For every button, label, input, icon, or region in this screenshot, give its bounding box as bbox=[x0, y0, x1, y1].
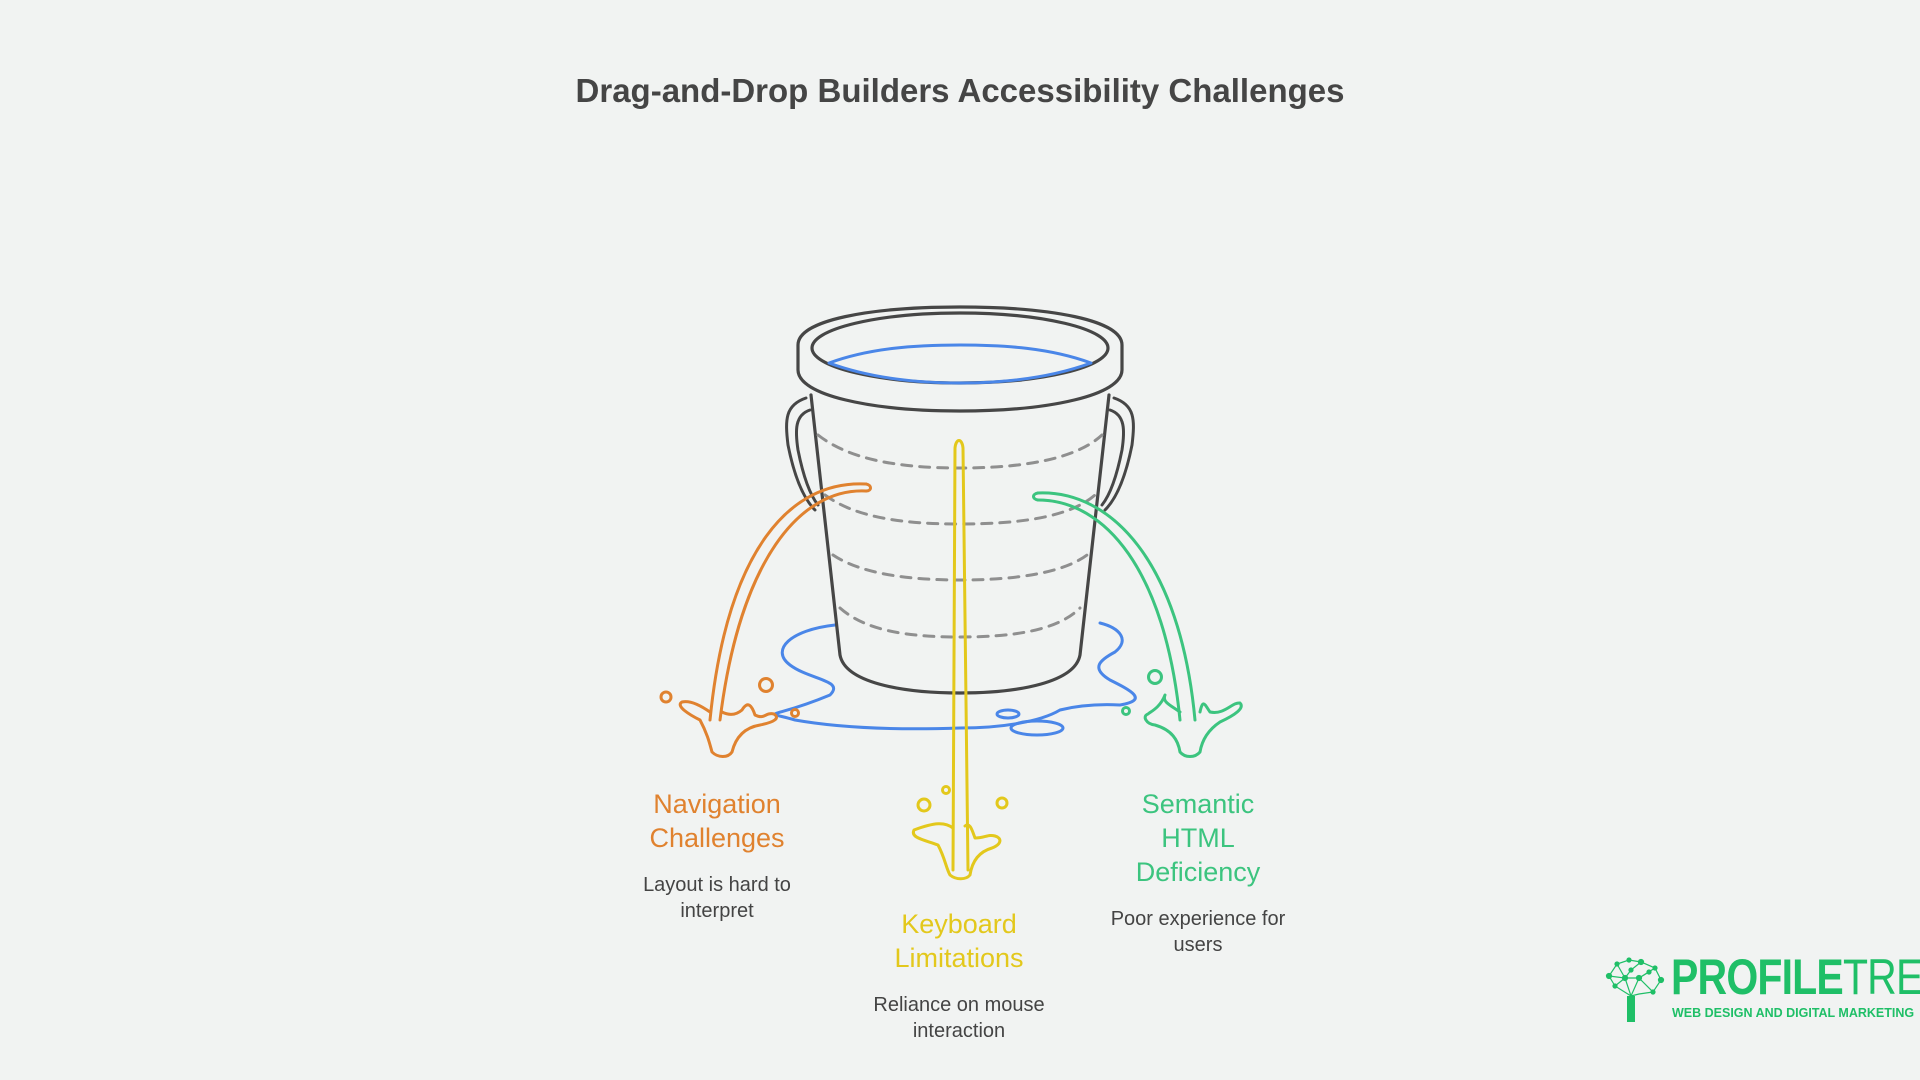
water-surface bbox=[827, 343, 1093, 385]
semantic-splash bbox=[1143, 693, 1243, 758]
navigation-title-line: Challenges bbox=[649, 823, 785, 853]
keyboard-title-line: Keyboard bbox=[901, 909, 1017, 939]
semantic-title-line: Deficiency bbox=[1135, 857, 1261, 887]
logo-brand-text: PROFILETREE bbox=[1671, 948, 1920, 1006]
bucket-dashed-bands bbox=[816, 433, 1104, 639]
logo-brand-bold: PROFILE bbox=[1671, 949, 1844, 1005]
keyboard-splash bbox=[911, 822, 1002, 881]
bucket-handle-right bbox=[1100, 408, 1125, 507]
navigation-description: Layout is hard to interpret bbox=[567, 872, 867, 924]
navigation-title-line: Navigation bbox=[653, 789, 781, 819]
water-puddle bbox=[773, 621, 1137, 731]
navigation-title: Navigation Challenges bbox=[567, 787, 867, 855]
semantic-description-text: Poor experience for users bbox=[1110, 908, 1286, 956]
logo-brand-thin: TREE bbox=[1842, 949, 1920, 1005]
semantic-title-line: Semantic bbox=[1141, 789, 1255, 819]
bucket-body bbox=[809, 393, 1111, 695]
keyboard-title: Keyboard Limitations bbox=[809, 907, 1109, 975]
water-drop bbox=[1009, 719, 1065, 737]
semantic-title: Semantic HTML Deficiency bbox=[1048, 787, 1348, 889]
keyboard-title-line: Limitations bbox=[894, 943, 1024, 973]
keyboard-description-text: Reliance on mouse interaction bbox=[873, 994, 1045, 1042]
profiletree-logo: PROFILETREE WEB DESIGN AND DIGITAL MARKE… bbox=[1605, 949, 1920, 1022]
page-title: Drag-and-Drop Builders Accessibility Cha… bbox=[575, 72, 1345, 109]
navigation-stream bbox=[659, 482, 872, 758]
tree-logo-icon bbox=[1605, 957, 1665, 1022]
bucket-handle-right bbox=[1103, 396, 1135, 512]
logo-tagline: WEB DESIGN AND DIGITAL MARKETING bbox=[1672, 1006, 1915, 1020]
water-drop bbox=[995, 708, 1021, 720]
semantic-stream bbox=[1032, 491, 1243, 758]
keyboard-description: Reliance on mouse interaction bbox=[809, 992, 1109, 1044]
bucket-rim bbox=[796, 305, 1124, 413]
semantic-title-line: HTML bbox=[1161, 823, 1235, 853]
keyboard-stream bbox=[911, 439, 1009, 881]
semantic-description: Poor experience for users bbox=[1048, 906, 1348, 958]
navigation-splash bbox=[678, 700, 778, 758]
navigation-description-text: Layout is hard to interpret bbox=[643, 874, 791, 922]
